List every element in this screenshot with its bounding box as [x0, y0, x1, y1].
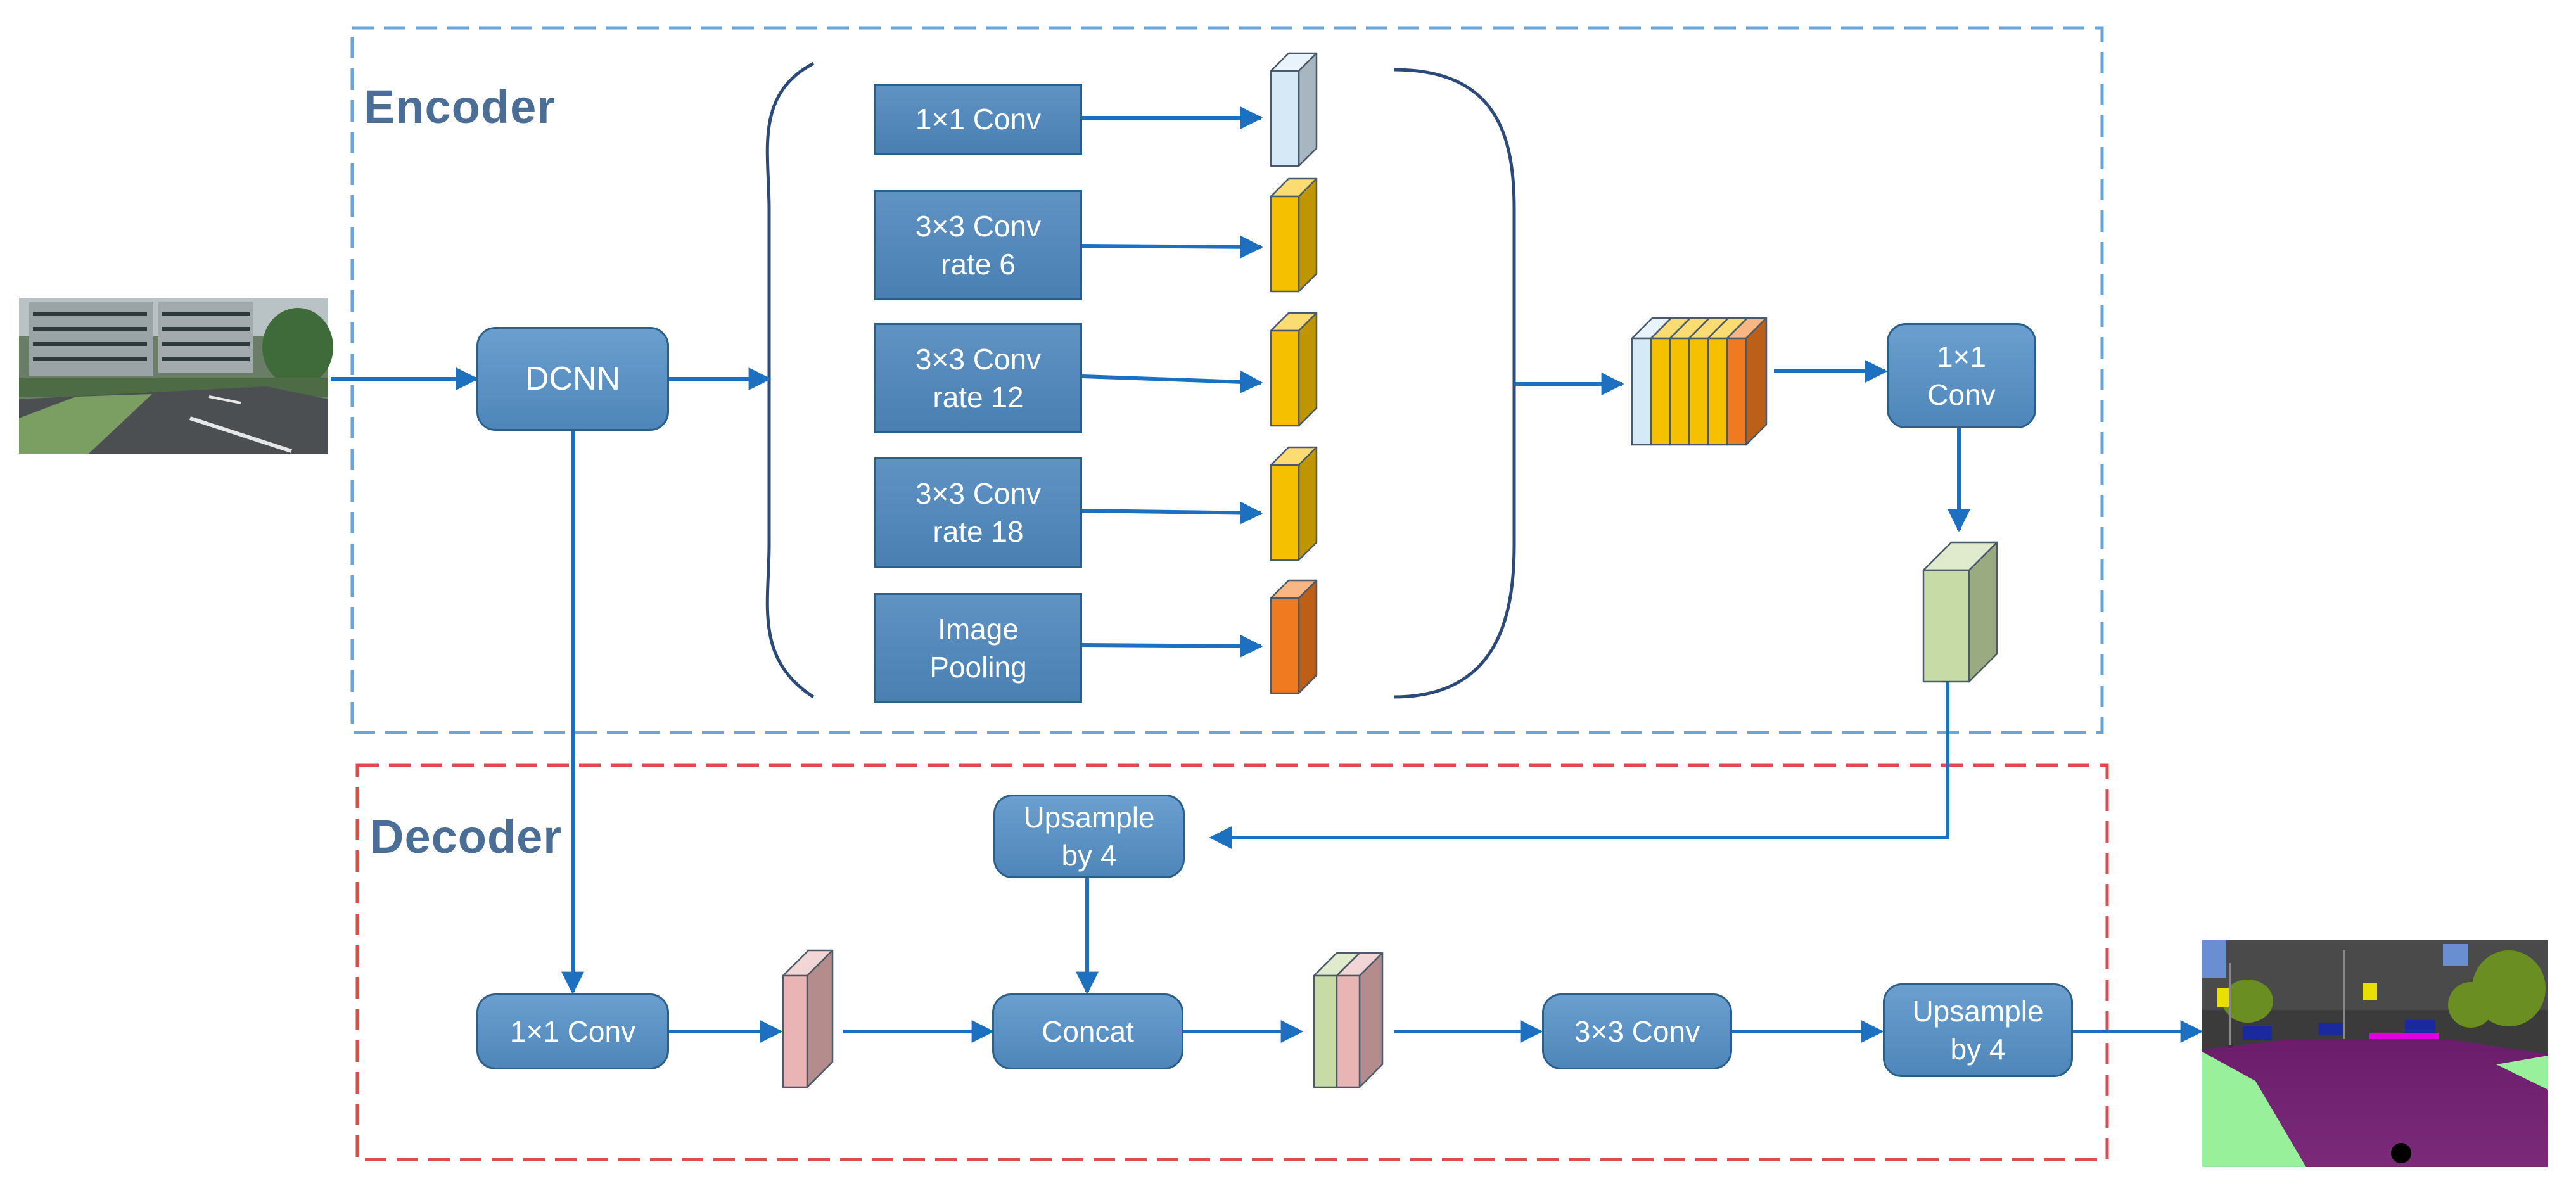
arrow-aspp3-to-feat	[1081, 370, 1263, 393]
feat-aspp-rate18-side	[1298, 446, 1318, 561]
feat-aspp-rate6-front	[1270, 195, 1300, 293]
feat-stack-0-front	[1631, 337, 1652, 446]
encoder-label: Encoder	[364, 80, 556, 133]
feat-concat-green-front	[1313, 974, 1338, 1088]
concat-block: Concat	[992, 993, 1183, 1069]
feat-stack-2-front	[1669, 337, 1690, 446]
feat-aspp-rate12-front	[1270, 329, 1300, 427]
aspp-3x3-rate18-block: 3×3 Conv rate 18	[874, 457, 1082, 568]
feat-aspp-pool-front	[1270, 597, 1300, 694]
feat-concat-pink-side	[1358, 952, 1384, 1088]
decoder-label: Decoder	[370, 810, 563, 863]
input-image	[19, 298, 333, 454]
feat-encoder-out-front	[1922, 569, 1970, 683]
aspp-right-bracket	[1393, 68, 1516, 699]
dcnn-block: DCNN	[476, 327, 669, 431]
aspp-image-pooling-block: Image Pooling	[874, 593, 1082, 703]
feat-concat-pink-front	[1336, 974, 1361, 1088]
feat-stack-5-side	[1745, 317, 1768, 446]
feature-maps	[782, 52, 1998, 1088]
feat-stack-5-front	[1726, 337, 1747, 446]
feat-aspp-pool-side	[1298, 579, 1318, 694]
arrow-green-to-upsample	[1209, 682, 1949, 849]
decoder-3x3-conv-block: 3×3 Conv	[1542, 993, 1732, 1069]
feat-stack-3-front	[1688, 337, 1709, 446]
aspp-3x3-rate12-block: 3×3 Conv rate 12	[874, 323, 1082, 433]
encoder-frame	[350, 26, 2104, 734]
decoder-frame	[355, 763, 2109, 1161]
aspp-1x1-conv-block: 1×1 Conv	[874, 84, 1082, 155]
feat-aspp-rate18-front	[1270, 464, 1300, 561]
aspp-left-bracket	[765, 61, 815, 699]
feat-stack-1-front	[1650, 337, 1671, 446]
feat-low-level-side	[806, 949, 834, 1088]
feat-aspp-rate12-side	[1298, 312, 1318, 427]
feat-aspp-1x1-side	[1298, 52, 1318, 167]
arrow-aspp5-to-feat	[1081, 634, 1263, 658]
encoder-1x1-conv-block: 1×1 Conv	[1887, 323, 2036, 428]
upsample-by4-block-b: Upsample by 4	[1883, 983, 2073, 1077]
arrows	[331, 106, 2203, 1043]
output-segmentation	[2202, 940, 2548, 1167]
decoder-1x1-conv-block: 1×1 Conv	[476, 993, 669, 1069]
feat-low-level-front	[782, 974, 808, 1088]
arrow-aspp2-to-feat	[1081, 235, 1263, 259]
aspp-3x3-rate6-block: 3×3 Conv rate 6	[874, 190, 1082, 300]
arrow-aspp4-to-feat	[1081, 501, 1263, 525]
upsample-by4-block-a: Upsample by 4	[993, 795, 1185, 878]
feat-aspp-1x1-front	[1270, 70, 1300, 167]
feat-stack-4-front	[1707, 337, 1728, 446]
feat-aspp-rate6-side	[1298, 177, 1318, 293]
